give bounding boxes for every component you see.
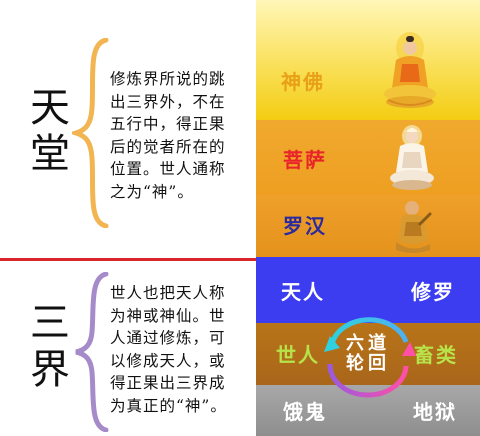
label-diyu: 地狱 [413,400,457,424]
wheel-arrow-left-icon [324,336,340,352]
heaven-desc-line: 五行中，得正果 [110,115,226,133]
realms-brace [75,272,109,432]
label-shenfo: 神佛 [281,70,325,94]
buddha-image [384,32,436,108]
label-pusa: 菩萨 [283,148,327,172]
realms-desc-line: 得正果出三界成 [110,374,226,392]
realms-desc-line: 世人也把天人称 [110,284,226,302]
label-chulei: 畜类 [414,343,458,367]
label-egui: 饿鬼 [283,400,327,424]
wheel-text: 六道 轮回 [342,334,394,374]
heaven-desc-line: 出三界外，不在 [110,92,226,111]
bodhisattva-image [390,125,434,190]
band-shiren [256,323,480,385]
band-tianren [256,257,480,323]
realms-title-top: 三 [30,300,70,346]
heaven-desc-line: 之为“神”。 [110,182,194,201]
heaven-title-top: 天 [30,85,70,131]
samsara-wheel [324,317,416,398]
wheel-text-line1: 六道 [346,333,390,354]
left-panel: 天 堂 修炼界所说的跳 出三界外，不在 五行中，得正果 后的觉者所在的 位置。世… [0,38,256,432]
realms-desc-line: 以修成天人，或 [110,351,226,370]
realms-desc-line: 为神或神仙。世 [110,306,226,325]
realm-divider [0,258,256,261]
realms-description: 世人也把天人称 为神或神仙。世 人通过修炼，可 以修成天人，或 得正果出三界成 … [110,282,255,417]
label-luohan: 罗汉 [283,214,327,238]
realms-desc-line: 为真正的“神”。 [110,396,227,415]
label-tianren: 天人 [281,280,325,304]
arhat-image [396,201,432,253]
heaven-desc-line: 位置。世人通称 [110,160,226,178]
realms-title-bottom: 界 [30,347,70,393]
right-panel: 神佛 菩萨 罗汉 天人 修罗 世人 畜类 饿鬼 地狱 [256,0,480,436]
label-xiuluo: 修罗 [411,280,455,304]
heaven-brace [72,38,109,228]
heaven-description: 修炼界所说的跳 出三界外，不在 五行中，得正果 后的觉者所在的 位置。世人通称 … [110,68,255,203]
heaven-title-bottom: 堂 [30,131,70,177]
band-pusa [256,120,480,195]
wheel-text-line2: 轮回 [346,353,390,374]
band-luohan [256,195,480,257]
heaven-desc-line: 后的觉者所在的 [110,137,226,156]
heaven-desc-line: 修炼界所说的跳 [110,70,226,88]
wheel-arrow-right-icon [402,342,416,356]
band-shenfo [256,0,480,120]
realms-desc-line: 人通过修炼，可 [110,329,226,347]
label-shiren: 世人 [276,343,320,367]
